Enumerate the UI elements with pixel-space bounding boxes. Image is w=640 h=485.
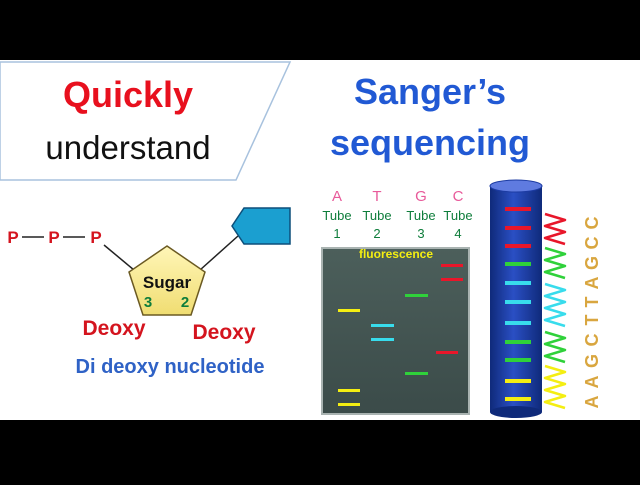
sequence-letter-10: C <box>582 217 602 230</box>
deoxy-right-label: Deoxy <box>192 321 255 344</box>
sequence-letter-7: A <box>582 277 602 290</box>
phosphate-1: P <box>7 228 18 247</box>
gel-band <box>441 264 463 267</box>
column-body <box>490 186 542 412</box>
sequence-letter-9: C <box>582 237 602 250</box>
column-band <box>505 281 531 285</box>
top-letterbox <box>0 0 640 60</box>
column-band <box>505 262 531 266</box>
column-bottom <box>490 406 542 418</box>
gel-band <box>436 351 458 354</box>
fluorescence-label: fluorescence <box>359 247 433 261</box>
column-band <box>505 379 531 383</box>
lane-1-number: 1 <box>333 226 340 241</box>
column-band <box>505 340 531 344</box>
sequence-letter-1: A <box>582 396 602 409</box>
phosphate-2: P <box>48 228 59 247</box>
lane-4-number: 4 <box>454 226 461 241</box>
column-top <box>489 179 543 193</box>
sugar-label: Sugar <box>143 273 192 292</box>
lane-headers: A T G C Tube Tube Tube Tube 1 2 3 4 <box>322 188 472 241</box>
gel-panel <box>321 247 470 415</box>
sequence-letter-5: T <box>582 315 602 326</box>
gel-band <box>405 294 428 297</box>
sugar-base-bond <box>199 235 239 271</box>
column-band <box>505 300 531 304</box>
nitrogen-base-flag <box>231 207 291 245</box>
column-band <box>505 226 531 230</box>
sequence-letter-4: C <box>582 334 602 347</box>
gel-bands <box>338 264 463 406</box>
sugar-pentagon <box>128 245 206 316</box>
title-left-box <box>0 61 292 181</box>
phosphate-3: P <box>90 228 101 247</box>
lane-4-base: C <box>453 188 464 205</box>
sequence-letter-2: A <box>582 376 602 389</box>
gel-band <box>338 309 360 312</box>
sequence-letter-6: T <box>582 297 602 308</box>
column-band <box>505 397 531 401</box>
deoxy-left-label: Deoxy <box>82 317 145 340</box>
gel-band <box>338 389 360 392</box>
title-right-line1: Sanger’s <box>354 71 506 112</box>
phosphate-chain: P P P <box>7 228 135 271</box>
gel-band <box>405 372 428 375</box>
chromatogram-wave <box>543 212 567 246</box>
carbon-2-label: 2 <box>181 294 189 311</box>
chromatogram-wave <box>543 364 567 410</box>
chromatogram-waves <box>543 212 567 410</box>
gel-band <box>371 338 394 341</box>
lane-3-number: 3 <box>417 226 424 241</box>
gel-band <box>338 403 360 406</box>
sequence-letters: A A G C T T A G C C <box>582 217 602 409</box>
chromatogram-wave <box>543 246 567 280</box>
lane-3-tube: Tube <box>406 208 435 223</box>
column-band <box>505 358 531 362</box>
column-band <box>505 207 531 211</box>
nucleotide-caption: Di deoxy nucleotide <box>76 356 265 378</box>
lane-2-tube: Tube <box>362 208 391 223</box>
title-right-line2: sequencing <box>330 122 530 163</box>
title-left-line1: Quickly <box>63 74 193 115</box>
lane-3-base: G <box>415 188 427 205</box>
lane-2-base: T <box>372 188 381 205</box>
chromatogram-wave <box>543 282 567 328</box>
carbon-3-label: 3 <box>144 294 152 311</box>
capillary-column <box>489 179 543 418</box>
bottom-letterbox <box>0 420 640 480</box>
title-left-line2: understand <box>45 129 210 166</box>
sequence-letter-8: G <box>582 256 602 270</box>
phosphate-sugar-bond <box>103 244 135 271</box>
column-band <box>505 321 531 325</box>
lane-1-tube: Tube <box>322 208 351 223</box>
gel-band <box>371 324 394 327</box>
lane-4-tube: Tube <box>443 208 472 223</box>
column-band <box>505 244 531 248</box>
lane-2-number: 2 <box>373 226 380 241</box>
gel-band <box>441 278 463 281</box>
lane-1-base: A <box>332 188 342 205</box>
chromatogram-wave <box>543 330 567 364</box>
sequence-letter-3: G <box>582 354 602 368</box>
